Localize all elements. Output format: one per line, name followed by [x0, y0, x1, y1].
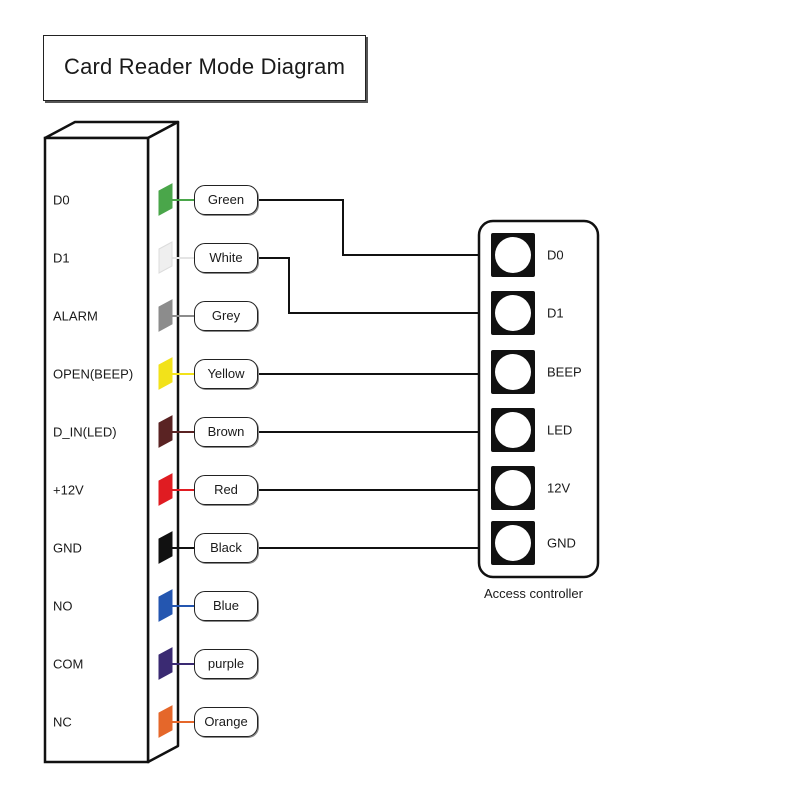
- terminal-screw-led: [495, 412, 531, 448]
- connection-line-d1-to-d1: [258, 257, 479, 314]
- wire-label-black: Black: [194, 533, 258, 563]
- pin-label-d-in-led: D_IN(LED): [53, 424, 117, 440]
- wire-label-grey: Grey: [194, 301, 258, 331]
- terminal-screw-12v: [495, 470, 531, 506]
- wire-label-red: Red: [194, 475, 258, 505]
- controller-terminals-layer: [491, 233, 535, 565]
- pin-label-d0: D0: [53, 192, 70, 208]
- pin-label-d1: D1: [53, 250, 70, 266]
- terminal-screw-gnd: [495, 525, 531, 561]
- wire-color-swatch-yellow: [158, 357, 173, 390]
- color-swatches-layer: [158, 183, 173, 738]
- wire-label-brown: Brown: [194, 417, 258, 447]
- terminal-label-beep: BEEP: [547, 364, 582, 380]
- wire-color-swatch-blue: [158, 589, 173, 622]
- diagram-title: Card Reader Mode Diagram: [64, 54, 346, 79]
- wire-color-swatch-purple: [158, 647, 173, 680]
- wire-color-swatch-green: [158, 183, 173, 216]
- terminal-label-12v: 12V: [547, 480, 571, 496]
- wires-layer: [172, 199, 479, 723]
- terminal-screw-d1: [495, 295, 531, 331]
- wire-label-purple: purple: [194, 649, 258, 679]
- pin-label-gnd: GND: [53, 540, 82, 556]
- terminal-label-gnd: GND: [547, 535, 576, 551]
- terminal-label-d0: D0: [547, 247, 564, 263]
- wire-label-white: White: [194, 243, 258, 273]
- terminal-screw-beep: [495, 354, 531, 390]
- access-controller-caption: Access controller: [484, 586, 583, 601]
- title-box: Card Reader Mode Diagram: [43, 35, 366, 101]
- terminal-label-d1: D1: [547, 305, 564, 321]
- card-reader-front-face: [43, 136, 150, 764]
- connection-line-d0-to-d0: [258, 199, 479, 256]
- wire-color-swatch-brown: [158, 415, 173, 448]
- wire-color-swatch-black: [158, 531, 173, 564]
- pin-label--12v: +12V: [53, 482, 84, 498]
- wire-label-orange: Orange: [194, 707, 258, 737]
- wire-color-swatch-orange: [158, 705, 173, 738]
- wire-color-swatch-red: [158, 473, 173, 506]
- wire-color-swatch-white: [158, 241, 173, 274]
- pin-label-nc: NC: [53, 714, 72, 730]
- wire-label-green: Green: [194, 185, 258, 215]
- pin-label-com: COM: [53, 656, 84, 672]
- pin-label-no: NO: [53, 598, 73, 614]
- wire-label-yellow: Yellow: [194, 359, 258, 389]
- pin-label-alarm: ALARM: [53, 308, 98, 324]
- wire-label-blue: Blue: [194, 591, 258, 621]
- terminal-label-led: LED: [547, 422, 573, 438]
- wire-color-swatch-grey: [158, 299, 173, 332]
- pin-label-open-beep: OPEN(BEEP): [53, 366, 134, 382]
- terminal-screw-d0: [495, 237, 531, 273]
